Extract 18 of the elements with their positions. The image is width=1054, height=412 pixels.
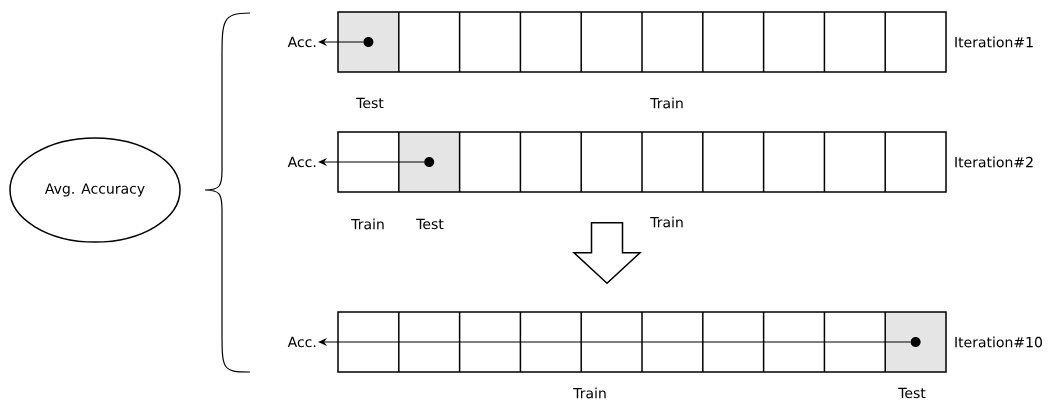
accuracy-label: Acc. <box>287 36 316 48</box>
accuracy-label: Acc. <box>287 156 316 168</box>
fold-label: Train <box>650 97 683 109</box>
fold-label: Test <box>356 97 384 109</box>
fold-label: Test <box>898 387 926 399</box>
iteration-label: Iteration#1 <box>955 36 1033 48</box>
block-arrow <box>572 222 642 285</box>
iteration-label: Iteration#10 <box>955 336 1042 348</box>
accuracy-label: Acc. <box>287 336 316 348</box>
fold-strip <box>337 11 947 73</box>
fold-strip <box>337 311 947 373</box>
fold-label: Train <box>650 216 683 228</box>
iteration-label: Iteration#2 <box>955 156 1033 168</box>
fold-label: Train <box>351 218 384 230</box>
ellipse-node: Avg. Accuracy <box>9 137 181 243</box>
fold-label: Test <box>416 218 444 230</box>
fold-label: Train <box>573 387 606 399</box>
fold-strip <box>337 131 947 193</box>
